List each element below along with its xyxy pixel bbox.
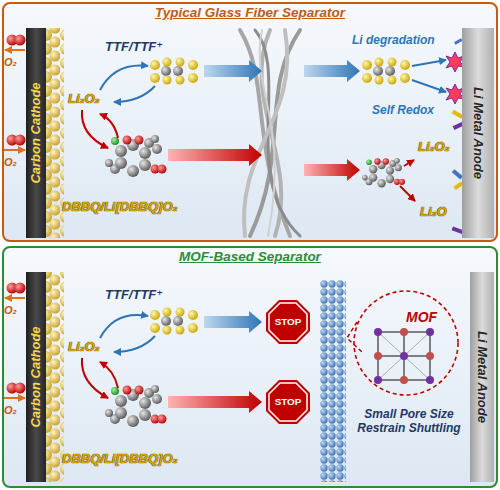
mechanism-note: Small Pore Size Restrain Shuttling [352,408,466,436]
shuttle-arrow [168,144,262,166]
mof-zoom-bubble: MOF [352,289,460,397]
product-label: Li₂O₂ [68,340,100,355]
glass-fiber [260,30,275,236]
stop-octagon [266,300,310,344]
redox-mediator [150,58,198,85]
reaction-arrow [100,362,118,388]
glass-fiber [255,30,300,236]
electrode-label: Carbon Cathode [29,326,44,427]
oxygen-arrow [4,149,25,151]
reaction-arrow [100,114,118,138]
redox-mediator [362,58,410,85]
shuttle-arrow [304,159,360,181]
oxygen-molecule [7,383,26,394]
carbon-cathode: Carbon Cathode [26,28,46,238]
glass-fiber [240,30,290,236]
panel-heading: Typical Glass Fiber Separator [4,5,496,21]
stop-sign: STOP [266,300,310,344]
glass-fiber [250,30,300,236]
mof-framework [400,328,408,336]
mof-framework [426,352,434,360]
oxygen-arrow [4,50,25,398]
stop-sign: STOP [266,380,310,424]
mediator-label: DBBQ/Li[DBBQ]O₂ [62,452,177,467]
gas-label: O₂ [4,404,17,417]
redox-mediator [150,308,198,335]
reaction-arrow [100,66,148,91]
mof-framework [426,328,434,336]
oxygen-molecule [7,35,26,394]
reaction-arrow [100,315,148,338]
panel-ground [3,3,497,487]
mediator-label: TTF/TTF⁺ [105,40,163,55]
dbbq-molecule [362,158,405,187]
mof-framework [426,376,434,384]
reaction-arrow [114,336,155,352]
reaction-arrow [412,80,446,92]
reaction-arrow [404,160,414,166]
reaction-arrow [114,86,155,102]
redox-mediator [150,58,410,335]
mof-separator [320,280,362,482]
reaction-arrow [82,60,446,398]
shuttle-arrow [304,60,360,82]
stop-text: STOP [266,316,310,327]
mof-framework [374,376,382,384]
shuttle-arrow [204,311,262,333]
dbbq-molecule [105,135,167,177]
mof-framework [374,328,434,384]
reaction-arrow [412,60,446,66]
mof-separator [320,280,346,482]
oxygen-arrow [4,397,25,399]
oxygen-molecule [7,35,26,46]
process-note: Self Redox [372,104,434,118]
mof-framework [400,376,408,384]
mof-framework [378,332,430,380]
carbon-particles [44,272,64,482]
stop-octagon [266,380,310,424]
carbon-particles [44,28,64,238]
carbon-cathode: Carbon Cathode [26,272,46,482]
electrode-label: Li Metal Anode [471,87,486,179]
product-label: Li₂O₂ [418,140,450,155]
electrode-label: Li Metal Anode [475,331,490,423]
shuttle-arrow [168,391,262,413]
lithium-anode: Li Metal Anode [462,28,494,238]
glass-fiber [244,30,287,236]
zoom-outline [354,291,458,395]
panel-ground [3,3,497,241]
dbbq-molecule [105,385,167,427]
gas-label: O₂ [4,56,17,69]
stop-text: STOP [266,396,310,407]
mof-framework [374,328,382,336]
oxygen-molecule [7,135,26,146]
mof-framework [400,352,408,360]
mof-framework [378,332,430,380]
shuttle-arrow [204,60,262,82]
mof-label: MOF [406,309,437,325]
oxygen-arrow [5,49,25,51]
panel-ground [3,247,497,487]
mediator-label: TTF/TTF⁺ [105,288,163,303]
mof-framework [374,352,382,360]
dbbq-molecule [105,135,405,427]
panel-heading: MOF-Based Separator [4,249,496,265]
reaction-arrow [400,186,415,201]
lithium-anode: Li Metal Anode [470,272,494,482]
oxygen-arrow [5,297,25,299]
oxygen-molecule [7,283,26,294]
process-note: Li degradation [352,34,435,48]
gas-label: O₂ [4,304,17,317]
product-label: Li₂O₂ [68,92,100,107]
product-label: Li₂O [420,205,447,220]
carbon-particles [44,28,64,482]
electrode-label: Carbon Cathode [29,82,44,183]
mediator-label: DBBQ/Li[DBBQ]O₂ [62,200,177,215]
zoom-outline [352,289,460,397]
mof-framework [374,328,434,384]
gas-label: O₂ [4,156,17,169]
